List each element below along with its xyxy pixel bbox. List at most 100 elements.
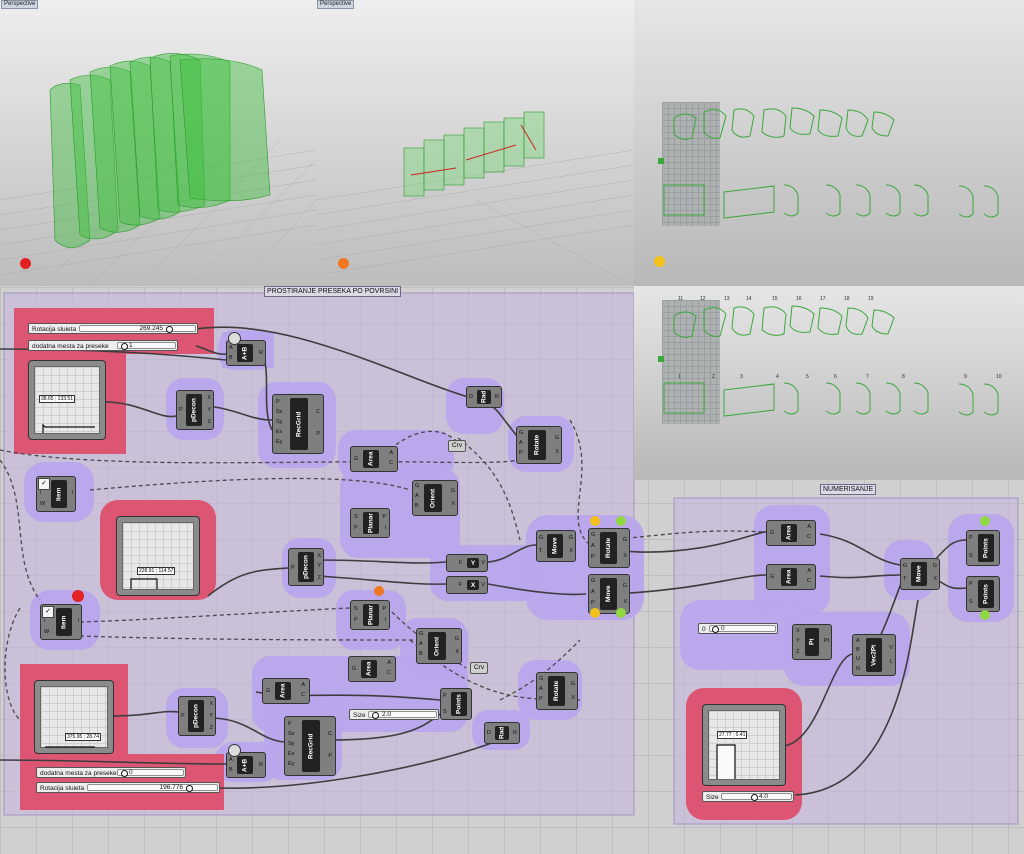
checkbox-item-2[interactable]: ✓	[42, 606, 54, 618]
pin-x-out[interactable]: X	[555, 449, 559, 455]
pin-s[interactable]: S	[354, 514, 358, 520]
area-component-5[interactable]: G Area A C	[766, 564, 816, 590]
pin-a[interactable]: A	[229, 345, 233, 351]
pin-g-out[interactable]: G	[570, 681, 575, 687]
pin-g-out[interactable]: G	[568, 535, 573, 541]
slider-grip[interactable]	[186, 785, 193, 792]
rotate-component-1[interactable]: G A P Rotate G X	[516, 426, 562, 464]
rotate-component-2[interactable]: G A P Rotate G X	[588, 528, 630, 568]
rad-component-2[interactable]: D Rad R	[484, 722, 520, 744]
pin-c[interactable]: C	[301, 692, 305, 698]
orient-component-1[interactable]: G A B Orient G X	[412, 480, 458, 516]
pin-i-out[interactable]: i	[77, 618, 79, 624]
pdecon-component-2[interactable]: P pDecon X Y Z	[288, 548, 324, 586]
recgrid-component-1[interactable]: P Sx Sy Ex Ey RecGrid C P	[272, 394, 324, 454]
pin-r[interactable]: R	[259, 762, 263, 768]
slider-grip[interactable]	[751, 794, 758, 801]
pin-p-out[interactable]: P	[328, 753, 332, 759]
pin-r[interactable]: R	[513, 730, 517, 736]
points-preview-component-1[interactable]: P S Points	[440, 688, 472, 720]
pin-z[interactable]: Z	[796, 649, 800, 655]
pin-a[interactable]: A	[229, 757, 233, 763]
pdecon-component-1[interactable]: P pDecon X Y Z	[176, 390, 214, 430]
pin-p[interactable]: P	[969, 535, 973, 541]
pin-c[interactable]: C	[328, 731, 332, 737]
pin-ex[interactable]: Ex	[288, 751, 295, 757]
pin-c[interactable]: C	[387, 670, 391, 676]
pin-p[interactable]: P	[291, 565, 295, 571]
pin-d[interactable]: D	[469, 394, 473, 400]
pin-l[interactable]: L	[889, 659, 893, 665]
pin-v[interactable]: V	[481, 560, 485, 566]
pin-u[interactable]: U	[856, 656, 860, 662]
pin-y[interactable]: Y	[209, 713, 213, 719]
pin-a[interactable]: A	[301, 682, 305, 688]
pin-sx[interactable]: Sx	[276, 409, 283, 415]
pin-a[interactable]: A	[591, 589, 595, 595]
pin-a[interactable]: A	[807, 568, 811, 574]
pin-g[interactable]: G	[770, 530, 775, 536]
pin-w[interactable]: W	[40, 501, 46, 507]
slider-track[interactable]	[87, 784, 218, 791]
pin-b[interactable]: B	[229, 767, 233, 773]
slider-track[interactable]	[117, 342, 176, 349]
pin-g-out[interactable]: G	[622, 537, 627, 543]
pin-g[interactable]: G	[591, 532, 596, 538]
slider-grip[interactable]	[121, 770, 128, 777]
graph-area[interactable]	[122, 522, 194, 590]
planar-component-2[interactable]: S P Planar P I	[350, 600, 390, 630]
pin-i-out[interactable]: i	[71, 490, 73, 496]
pin-x[interactable]: X	[317, 553, 321, 559]
area-component-1[interactable]: G Area A C	[350, 446, 398, 472]
pin-p[interactable]: P	[276, 399, 280, 405]
pin-x[interactable]: X	[796, 628, 800, 634]
pin-v[interactable]: V	[889, 645, 893, 651]
pin-n[interactable]: N	[856, 666, 860, 672]
unit-x-component[interactable]: F X V	[446, 576, 488, 594]
pin-g-out[interactable]: G	[454, 636, 459, 642]
pin-x-out[interactable]: X	[569, 548, 573, 554]
pin-i[interactable]: i	[40, 490, 42, 496]
pin-b[interactable]: B	[415, 503, 419, 509]
pin-z[interactable]: Z	[207, 419, 211, 425]
slider-size-mid[interactable]: Size 2.0	[349, 709, 439, 720]
slider-track[interactable]	[79, 325, 196, 332]
slider-grip[interactable]	[712, 626, 719, 633]
group-title-prostiranje[interactable]: PROSTIRANJE PRESEKA PO POVRSINI	[264, 286, 402, 297]
pin-p[interactable]: P	[539, 696, 543, 702]
pin-x-out[interactable]: X	[623, 599, 627, 605]
pin-sx[interactable]: Sx	[288, 731, 295, 737]
pin-g[interactable]: G	[352, 666, 357, 672]
pin-s[interactable]: S	[969, 553, 973, 559]
orient-component-2[interactable]: G A B Orient G X	[416, 628, 462, 664]
slider-grip[interactable]	[372, 712, 379, 719]
pin-g[interactable]: G	[266, 688, 271, 694]
pin-a[interactable]: A	[856, 638, 860, 644]
graph-mapper-3[interactable]: 375.95 ; 28.74	[34, 680, 114, 754]
points-preview-component-2[interactable]: P S Points	[966, 530, 1000, 566]
pin-p-out[interactable]: P	[382, 514, 386, 520]
pin-a[interactable]: A	[591, 543, 595, 549]
pin-r[interactable]: R	[259, 350, 263, 356]
slider-rotacija-top[interactable]: Rotacija sluieta 269.245	[28, 323, 198, 334]
pin-g-out[interactable]: G	[450, 488, 455, 494]
pin-z[interactable]: Z	[317, 575, 321, 581]
slider-size-right[interactable]: Size 4.0	[702, 791, 794, 802]
pin-p-out[interactable]: P	[382, 606, 386, 612]
pin-g-out[interactable]: G	[554, 435, 559, 441]
graph-mapper-4[interactable]: 27.77 ; 0.41	[702, 704, 786, 786]
pin-z[interactable]: Z	[209, 725, 213, 731]
pin-c[interactable]: C	[807, 578, 811, 584]
rotate-component-4[interactable]: G A P Rotate G X	[536, 672, 578, 710]
pin-b[interactable]: B	[229, 355, 233, 361]
viewport-perspective-left[interactable]: Perspective	[0, 0, 317, 286]
pin-y[interactable]: Y	[317, 563, 321, 569]
pin-x-out[interactable]: X	[571, 695, 575, 701]
pin-s[interactable]: S	[443, 709, 447, 715]
pin-i-out[interactable]: I	[384, 525, 386, 531]
points-preview-component-3[interactable]: P S Points	[966, 576, 1000, 612]
pin-a[interactable]: A	[519, 440, 523, 446]
pin-p[interactable]: P	[354, 525, 358, 531]
pin-a[interactable]: A	[539, 686, 543, 692]
pin-x-out[interactable]: X	[933, 576, 937, 582]
